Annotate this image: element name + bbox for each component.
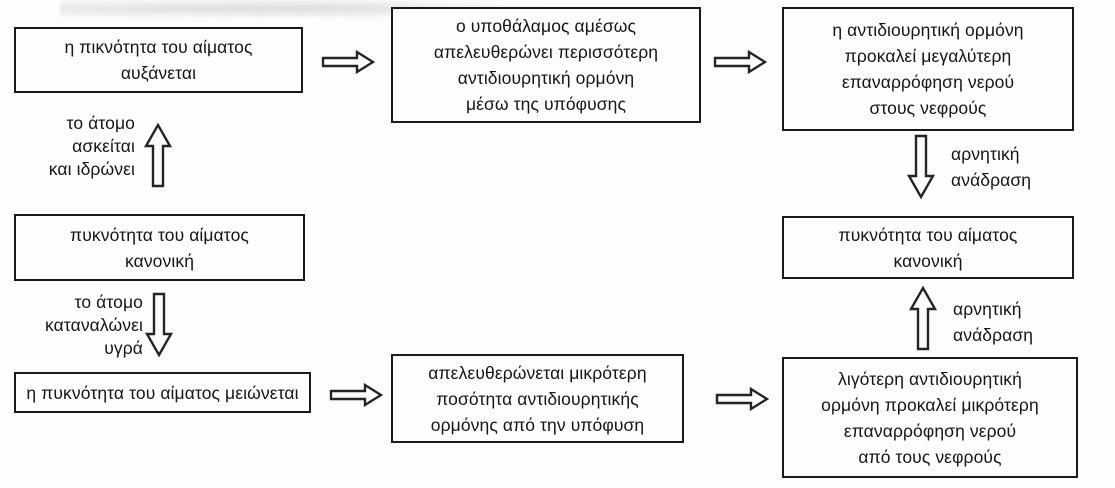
label-line: και ιδρώνει — [48, 159, 135, 179]
label-line: ανάδραση — [951, 170, 1032, 190]
box-blood-density-increases: η πικνότητα του αίματος αυξάνεται — [14, 27, 303, 93]
box-text-line: επαναρρόφηση νερού — [841, 72, 1015, 92]
box-text-line: η αντιδιουρητική ορμόνη — [832, 20, 1024, 40]
arrow-right-icon — [329, 381, 383, 409]
box-text-line: λιγότερη αντιδιουρητική — [837, 368, 1022, 389]
box-text-line: κανονική — [124, 250, 195, 271]
box-text-line: προκαλεί μεγαλύτερη — [844, 46, 1012, 66]
arrow-right-icon — [321, 48, 375, 76]
label-line: ανάδραση — [953, 325, 1034, 345]
arrow-up-icon — [906, 285, 940, 351]
box-text-line: από τους νεφρούς — [858, 446, 1002, 467]
label-line: το άτομο — [74, 292, 143, 312]
box-text-line: ποσότητα αντιδιουρητικής — [436, 388, 639, 409]
label-negative-feedback-bottom: αρνητική ανάδραση — [953, 296, 1063, 348]
arrow-right-icon — [715, 385, 769, 413]
box-text-line: πυκνότητα του αίματος — [70, 224, 249, 245]
box-adh-causes-greater-reabsorption: η αντιδιουρητική ορμόνη προκαλεί μεγαλύτ… — [782, 7, 1074, 131]
box-hypothalamus-releases-more-adh: ο υποθάλαμος αμέσως απελευθερώνει περισσ… — [391, 7, 701, 123]
box-blood-density-decreases: η πυκνότητα του αίματος μειώνεται — [14, 372, 311, 413]
label-line: το άτομο — [66, 113, 135, 133]
label-line: αρνητική — [951, 144, 1020, 164]
label-person-drinks: το άτομο καταναλώνει υγρά — [15, 291, 143, 360]
label-line: καταναλώνει — [45, 315, 143, 335]
box-text-line: η πικνότητα του αίματος — [64, 37, 253, 57]
arrow-down-icon — [904, 134, 938, 200]
box-text-line: η πυκνότητα του αίματος μειώνεται — [26, 382, 299, 403]
arrow-up-icon — [141, 122, 175, 188]
label-line: ασκείται — [72, 136, 135, 156]
label-person-exercises: το άτομο ασκείται και ιδρώνει — [15, 112, 135, 181]
box-text-line: απελευθερώνεται μικρότερη — [428, 362, 647, 383]
box-text-line: απελευθερώνει περισσότερη — [433, 42, 659, 62]
arrow-down-icon — [142, 292, 176, 358]
arrow-right-icon — [713, 48, 767, 76]
box-text-line: κανονική — [893, 250, 963, 271]
box-text-line: επαναρρόφηση νερού — [843, 420, 1017, 441]
label-negative-feedback-top: αρνητική ανάδραση — [951, 141, 1061, 193]
box-text-line: αυξάνεται — [120, 63, 197, 83]
box-text-line: πυκνότητα του αίματος — [838, 224, 1018, 245]
box-text-line: αντιδιουρητική ορμόνη — [457, 68, 635, 88]
box-text-line: μέσω της υπόφυσης — [465, 94, 627, 114]
box-less-adh-less-reabsorption: λιγότερη αντιδιουρητική ορμόνη προκαλεί … — [782, 357, 1078, 478]
box-blood-density-normal-left: πυκνότητα του αίματος κανονική — [14, 214, 305, 281]
box-text-line: ορμόνη προκαλεί μικρότερη — [821, 394, 1039, 415]
box-less-adh-released: απελευθερώνεται μικρότερη ποσότητα αντιδ… — [391, 354, 684, 443]
label-line: αρνητική — [953, 299, 1022, 319]
box-text-line: ορμόνης από την υπόφυση — [430, 414, 645, 435]
box-text-line: ο υποθάλαμος αμέσως — [455, 16, 637, 36]
label-line: υγρά — [104, 338, 143, 358]
box-blood-density-normal-right: πυκνότητα του αίματος κανονική — [782, 216, 1074, 279]
box-text-line: στους νεφρούς — [869, 98, 987, 118]
